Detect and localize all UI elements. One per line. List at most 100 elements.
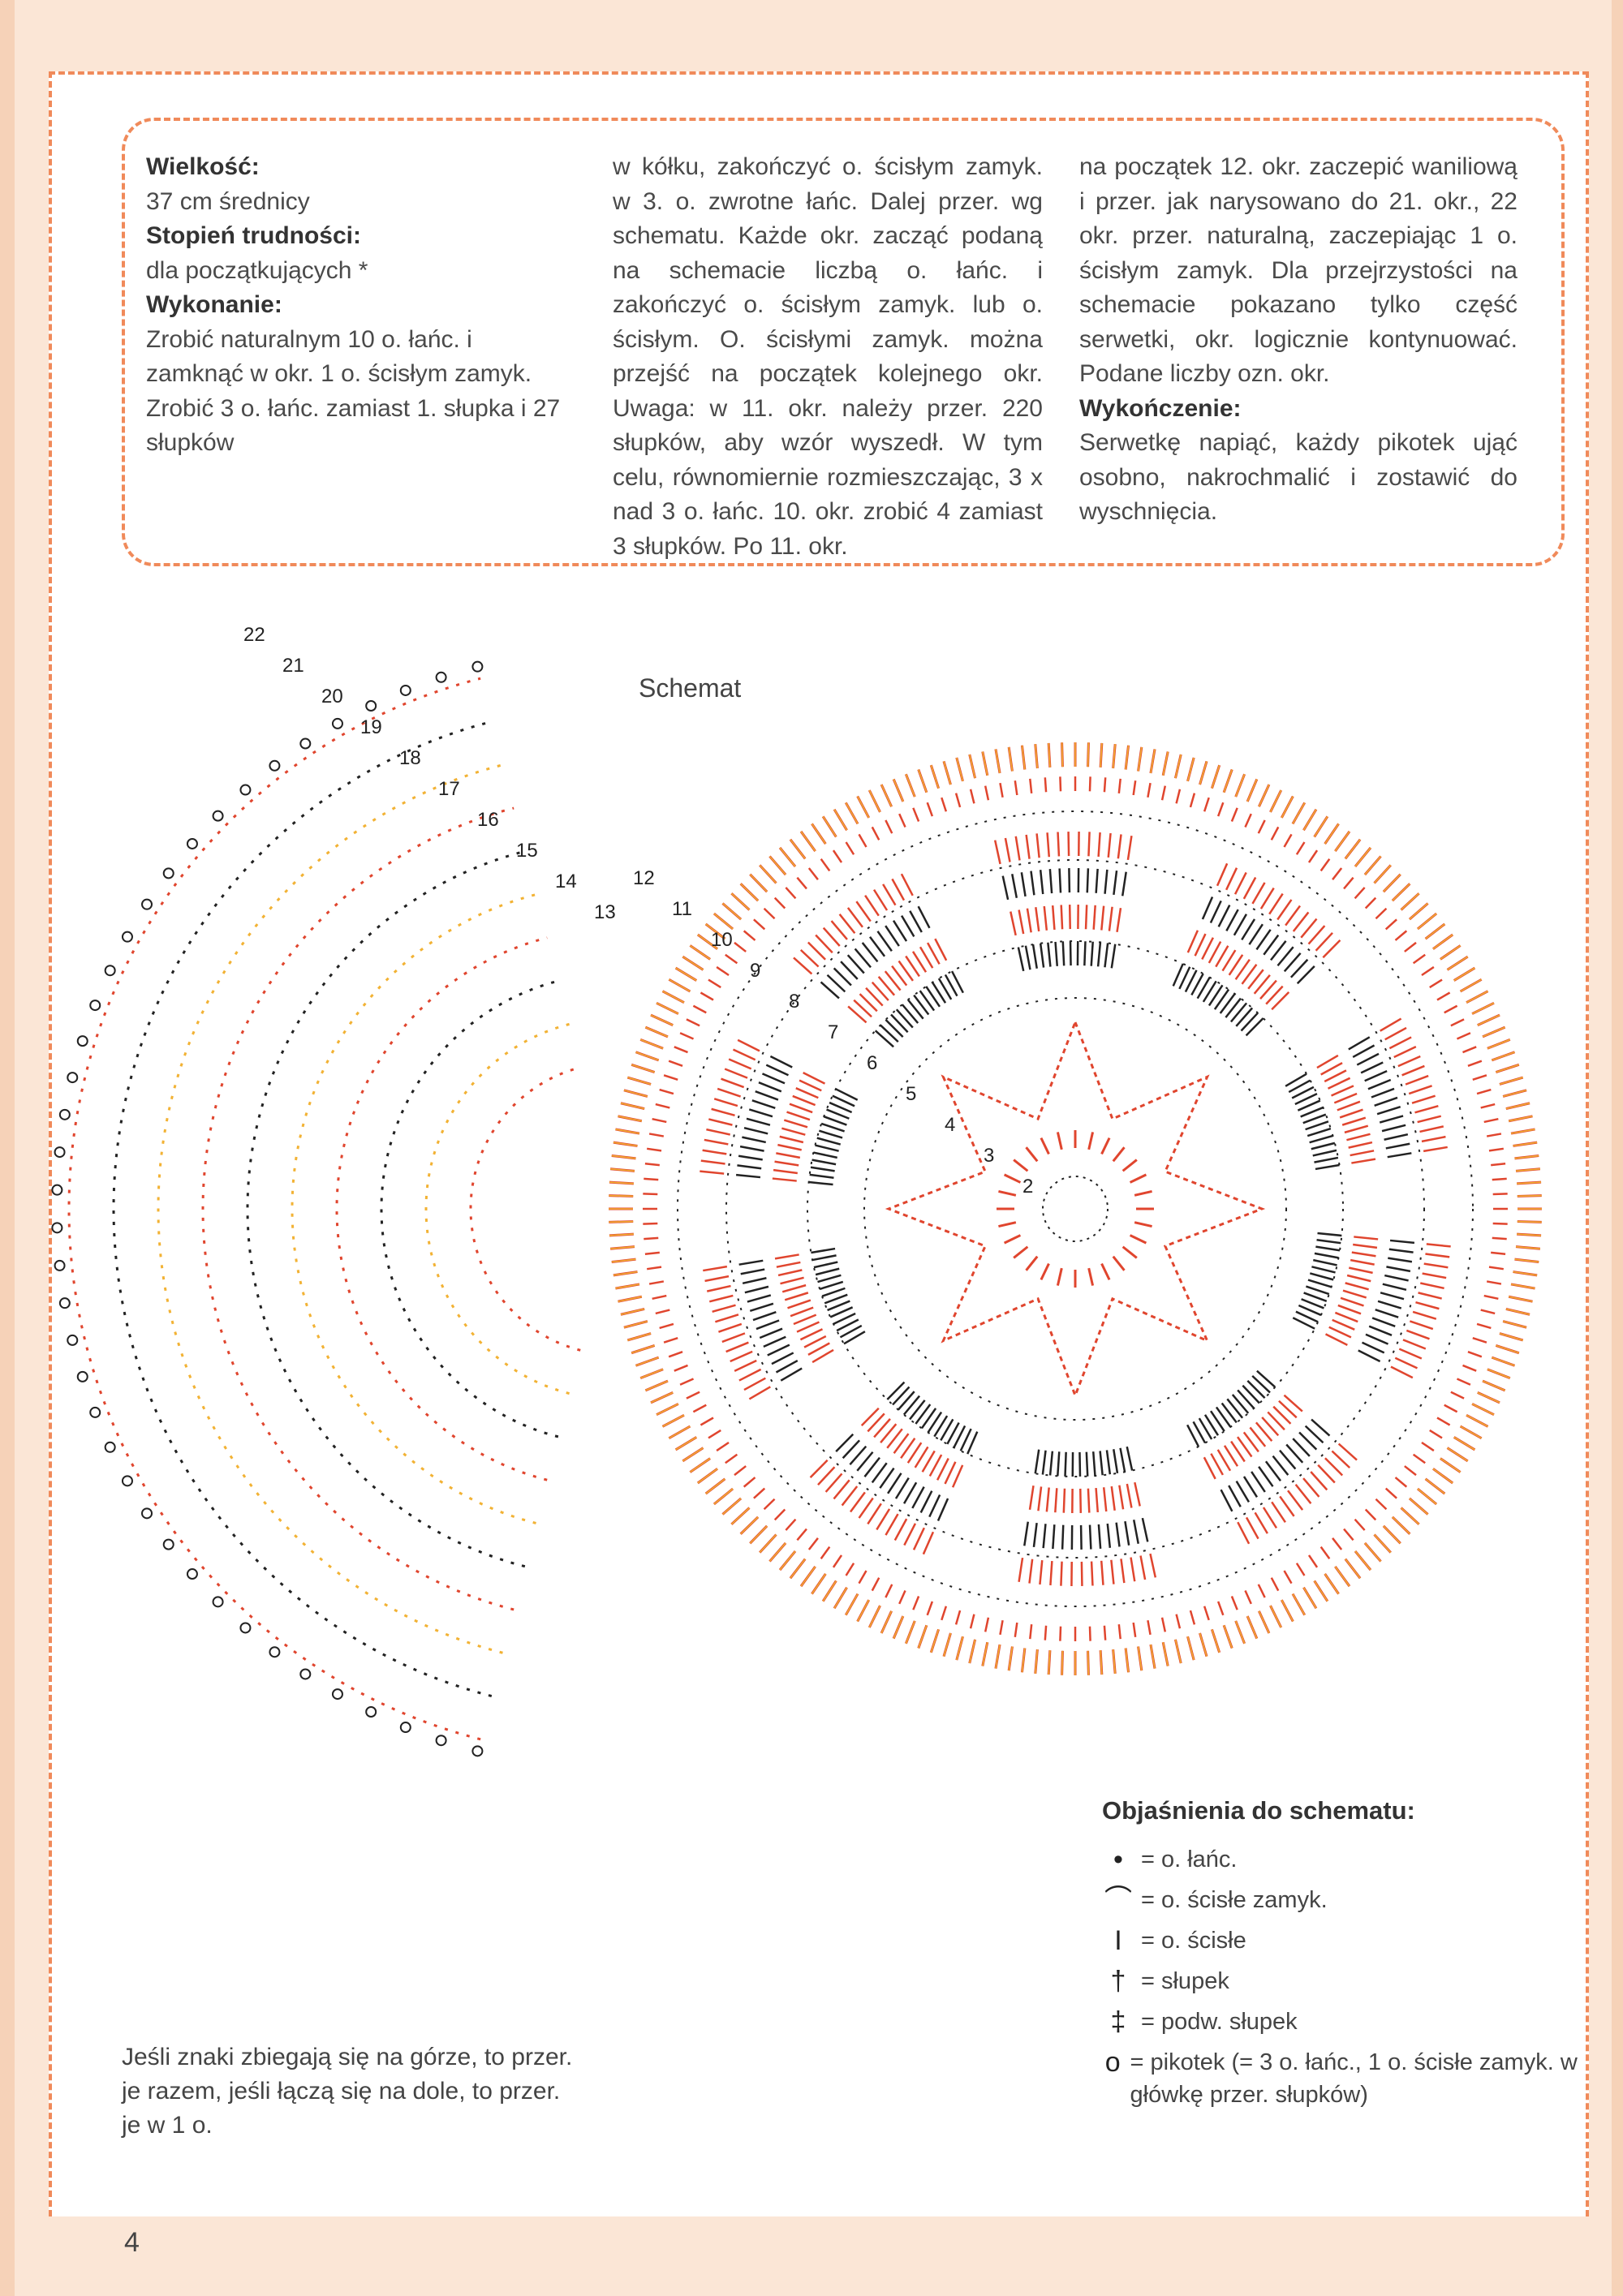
stitch-mark	[734, 1465, 747, 1477]
stitch-mark	[1460, 978, 1483, 992]
stitch-mark	[643, 1222, 658, 1225]
stitch-mark	[1315, 1245, 1341, 1252]
stitch-mark	[768, 855, 786, 875]
stitch-mark	[1426, 1243, 1451, 1248]
fan-arc	[469, 1066, 581, 1352]
stitch-mark	[721, 902, 742, 920]
stitch-mark	[1184, 970, 1198, 993]
treble-icon: †	[1110, 1966, 1126, 1997]
stitch-mark	[776, 1261, 801, 1268]
stitch-mark	[739, 1145, 764, 1152]
stitch-mark	[1057, 1451, 1061, 1477]
picot-mark	[58, 1297, 71, 1309]
stitch-mark	[773, 896, 786, 909]
stitch-mark	[880, 1610, 893, 1634]
stitch-mark	[999, 782, 1004, 798]
stitch-mark	[1487, 1038, 1511, 1049]
stitch-mark	[820, 1122, 846, 1133]
stitch-mark	[820, 1546, 831, 1559]
stitch-mark	[1472, 1336, 1487, 1344]
picot-mark	[186, 1568, 198, 1580]
stitch-mark	[781, 1127, 806, 1136]
stitch-mark	[928, 1454, 943, 1477]
stitch-mark	[1477, 1014, 1500, 1026]
stitch-mark	[1219, 993, 1236, 1014]
stitch-mark	[620, 1308, 645, 1315]
stitch-mark	[820, 981, 840, 1000]
stitch-mark	[1343, 876, 1354, 890]
stitch-mark	[1412, 953, 1426, 965]
stitch-mark	[940, 1418, 954, 1441]
stitch-mark	[1272, 1405, 1292, 1425]
picot-mark	[51, 1184, 63, 1196]
stitch-mark	[1345, 1282, 1369, 1291]
stitch-mark	[1024, 945, 1031, 970]
dot-icon: •	[1113, 1844, 1123, 1875]
stitch-mark	[832, 1554, 843, 1568]
stitch-mark	[1186, 757, 1195, 782]
stitch-mark	[1514, 1154, 1539, 1159]
stitch-mark	[1174, 754, 1182, 779]
stitch-mark	[1225, 867, 1238, 891]
stitch-mark	[871, 1577, 880, 1592]
stitch-mark	[1125, 1648, 1130, 1673]
stitch-mark	[892, 1386, 911, 1406]
stitch-mark	[1064, 1451, 1067, 1477]
stitch-mark	[1040, 1262, 1050, 1281]
stitch-mark	[682, 1447, 704, 1462]
stitch-mark	[829, 1306, 854, 1318]
stitch-mark	[650, 1014, 674, 1026]
stitch-mark	[737, 1038, 760, 1052]
stitch-mark	[861, 942, 879, 963]
stitch-mark	[1483, 1117, 1499, 1124]
stitch-mark	[911, 951, 928, 973]
stitch-mark	[1332, 1537, 1343, 1550]
stitch-mark	[1505, 1308, 1530, 1315]
stitch-mark	[1160, 785, 1167, 801]
stitch-mark	[1492, 1193, 1508, 1196]
stitch-mark	[1422, 1272, 1447, 1279]
stitch-mark	[759, 864, 777, 884]
stitch-mark	[1328, 1326, 1352, 1339]
stitch-mark	[1361, 1341, 1385, 1354]
stitch-mark	[618, 1116, 643, 1122]
stitch-mark	[700, 991, 714, 1001]
stitch-mark	[1263, 934, 1280, 956]
stitch-mark	[1090, 941, 1094, 966]
stitch-mark	[615, 1283, 640, 1289]
picot-mark	[299, 1668, 312, 1680]
stitch-mark	[1496, 1064, 1520, 1073]
stitch-mark	[953, 1425, 966, 1448]
stitch-mark	[785, 1518, 797, 1531]
stitch-mark	[692, 1004, 707, 1014]
stitch-mark	[1303, 1292, 1328, 1302]
stitch-mark	[663, 1074, 678, 1081]
stitch-mark	[777, 1269, 803, 1277]
stitch-mark	[1023, 1521, 1030, 1546]
stitch-mark	[1311, 1418, 1331, 1437]
stitch-mark	[1393, 1045, 1417, 1059]
stitch-mark	[1307, 925, 1326, 945]
stitch-mark	[1014, 780, 1018, 796]
stitch-mark	[652, 1294, 667, 1301]
picot-mark	[435, 1735, 447, 1747]
stitch-mark	[905, 1620, 915, 1645]
round-number: 10	[711, 929, 733, 951]
stitch-mark	[1365, 1333, 1389, 1345]
bar-icon: I	[1114, 1925, 1122, 1956]
stitch-mark	[1401, 1064, 1425, 1077]
stitch-mark	[857, 796, 870, 819]
stitch-mark	[777, 1143, 802, 1151]
picot-mark	[141, 1507, 153, 1520]
stitch-mark	[1392, 1516, 1410, 1535]
stitch-mark	[812, 1254, 837, 1262]
stitch-mark	[725, 1341, 749, 1353]
stitch-mark	[1305, 1285, 1330, 1296]
stitch-mark	[876, 1508, 891, 1531]
stitch-mark	[1352, 1044, 1375, 1059]
stitch-mark	[1482, 1380, 1505, 1391]
stitch-mark	[876, 931, 893, 952]
stitch-mark	[807, 1342, 830, 1356]
stitch-mark	[795, 1087, 819, 1099]
